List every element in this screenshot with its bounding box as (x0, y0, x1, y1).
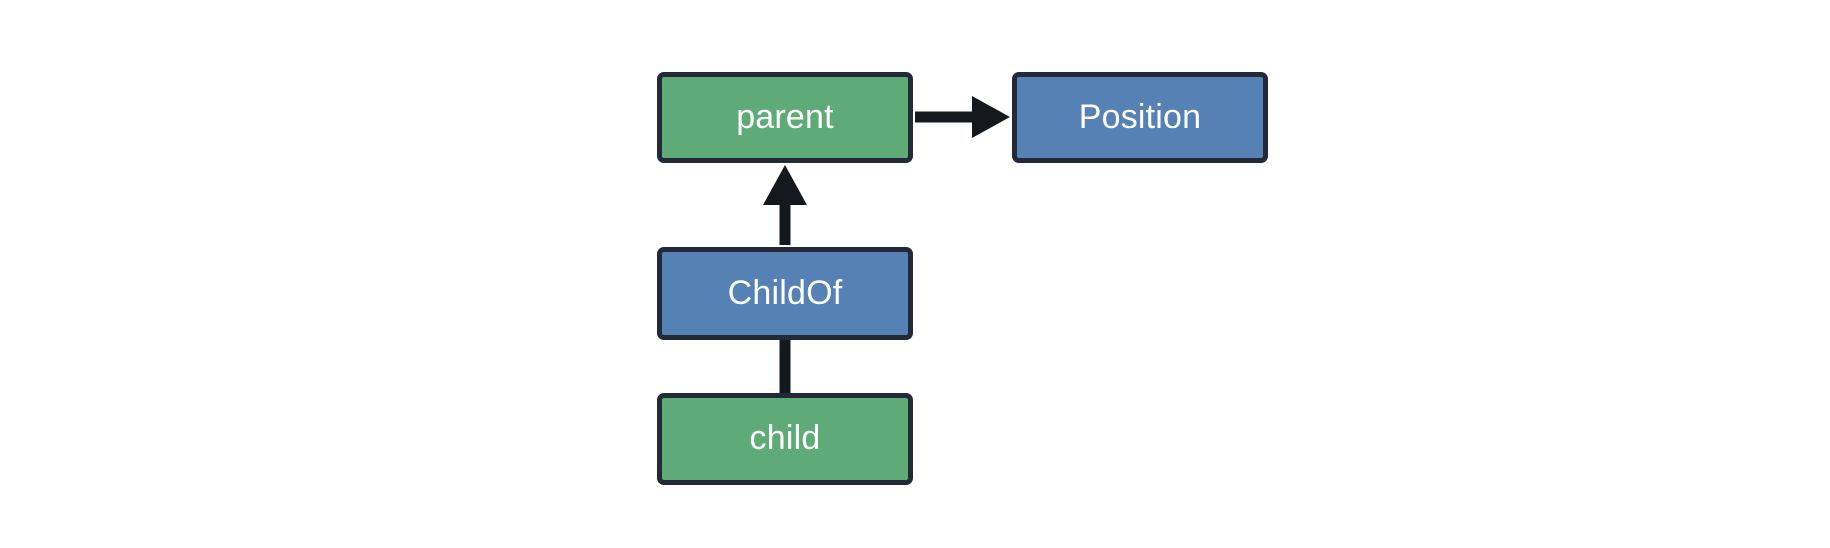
node-parent-label: parent (736, 97, 834, 136)
node-child[interactable]: child (657, 393, 913, 485)
arrowhead-childof-to-parent (763, 165, 807, 205)
edge-parent-to-position (915, 96, 1010, 138)
node-child-label: child (749, 419, 821, 457)
node-position-label: Position (1078, 97, 1202, 136)
node-childof[interactable]: ChildOf (657, 247, 913, 340)
arrowhead-parent-to-position (972, 96, 1010, 138)
node-position[interactable]: Position (1012, 72, 1268, 163)
edge-childof-to-parent (763, 165, 807, 245)
node-childof-label: ChildOf (727, 273, 843, 312)
node-parent[interactable]: parent (657, 72, 913, 163)
